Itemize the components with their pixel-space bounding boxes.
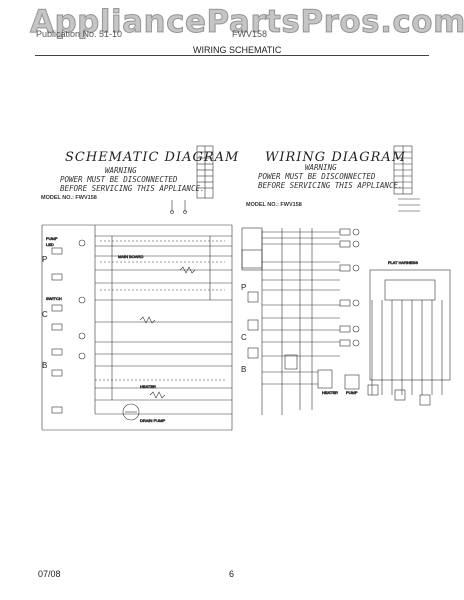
wiring-section-c: C (241, 333, 247, 342)
page-section-title: WIRING SCHEMATIC (193, 45, 282, 55)
svg-text:HEATER: HEATER (322, 390, 338, 395)
schematic-warning-line1: POWER MUST BE DISCONNECTED (60, 175, 178, 184)
svg-text:PUMP: PUMP (346, 390, 358, 395)
schematic-title: SCHEMATIC DIAGRAM (65, 150, 240, 165)
header-divider (35, 55, 429, 56)
wiring-diagram: HEATER PUMP FLAT HARNESS (241, 145, 451, 415)
wiring-warning-heading: WARNING (305, 163, 337, 172)
svg-text:HEATER: HEATER (140, 384, 156, 389)
svg-text:LED: LED (46, 242, 54, 247)
schematic-warning-heading: WARNING (105, 166, 137, 175)
wiring-section-letters: P C B (241, 283, 247, 374)
svg-text:MAIN BOARD: MAIN BOARD (118, 254, 143, 259)
footer-page-number: 6 (229, 569, 235, 579)
schematic-section-b: B (42, 361, 47, 370)
schematic-section-letters: P C B (42, 255, 48, 370)
wiring-warning-line2: BEFORE SERVICING THIS APPLIANCE. (258, 181, 403, 190)
schematic-section-p: P (42, 255, 47, 264)
schematic-model-number: MODEL NO.: FWV158 (41, 195, 97, 201)
svg-text:PUMP: PUMP (46, 236, 58, 241)
watermark-logo: AppliancePartsPros.com (30, 4, 464, 41)
footer-date: 07/08 (38, 569, 61, 579)
svg-text:FLAT HARNESS: FLAT HARNESS (388, 260, 418, 265)
publication-label: Publication No. 51-10 (36, 29, 123, 39)
wiring-section-p: P (241, 283, 246, 292)
wiring-warning-line1: POWER MUST BE DISCONNECTED (258, 172, 376, 181)
wiring-section-b: B (241, 365, 246, 374)
wiring-title: WIRING DIAGRAM (265, 150, 407, 165)
schematic-section-c: C (42, 310, 48, 319)
model-label: FWV158 (232, 29, 268, 39)
schematic-diagram: PUMP LED SWITCH MAIN BOARD HEATER DRAIN … (41, 145, 233, 431)
svg-text:SWITCH: SWITCH (46, 296, 62, 301)
schematic-warning-line2: BEFORE SERVICING THIS APPLIANCE. (60, 184, 205, 193)
wiring-model-number: MODEL NO.: FWV158 (246, 202, 302, 208)
svg-text:DRAIN PUMP: DRAIN PUMP (140, 418, 165, 423)
